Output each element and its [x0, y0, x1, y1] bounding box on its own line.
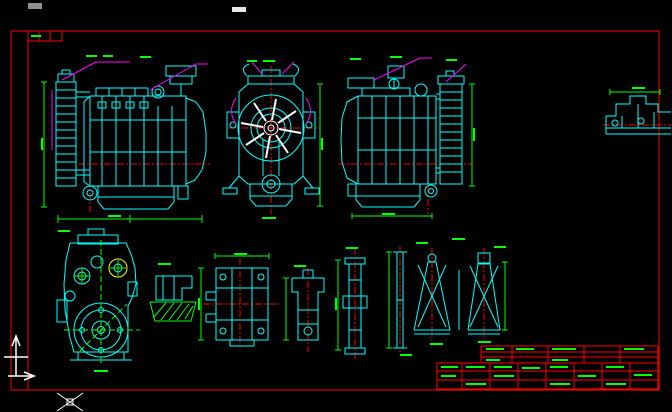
detail-bracket-hatched: [155, 275, 193, 301]
centerlines-red: [78, 66, 671, 360]
ucs-icon: [4, 333, 37, 381]
crosshair-cursor: [56, 392, 84, 412]
view-engine-front: [222, 63, 320, 207]
parts-list-grid: [480, 345, 659, 364]
detail-plate: [205, 267, 269, 347]
accent-circle-yellow: [108, 258, 128, 278]
view-partial-manifold: [605, 95, 671, 135]
top-ui-marks: [28, 3, 246, 12]
detail-shaft-section: [342, 257, 368, 355]
view-gear-end: [56, 228, 138, 361]
view-engine-right-side: [340, 65, 465, 208]
view-engine-left-side: [55, 65, 207, 210]
title-block-grid: [436, 362, 659, 390]
detail-cone-brackets: [393, 251, 501, 349]
detail-housing: [291, 269, 325, 341]
title-block-text: [441, 348, 652, 385]
fan-blades: [240, 98, 302, 159]
leader-lines-magenta: [51, 57, 467, 150]
sheet-frame: [10, 30, 660, 391]
hatch-green: [149, 301, 197, 322]
dimensions-green: [31, 35, 661, 372]
